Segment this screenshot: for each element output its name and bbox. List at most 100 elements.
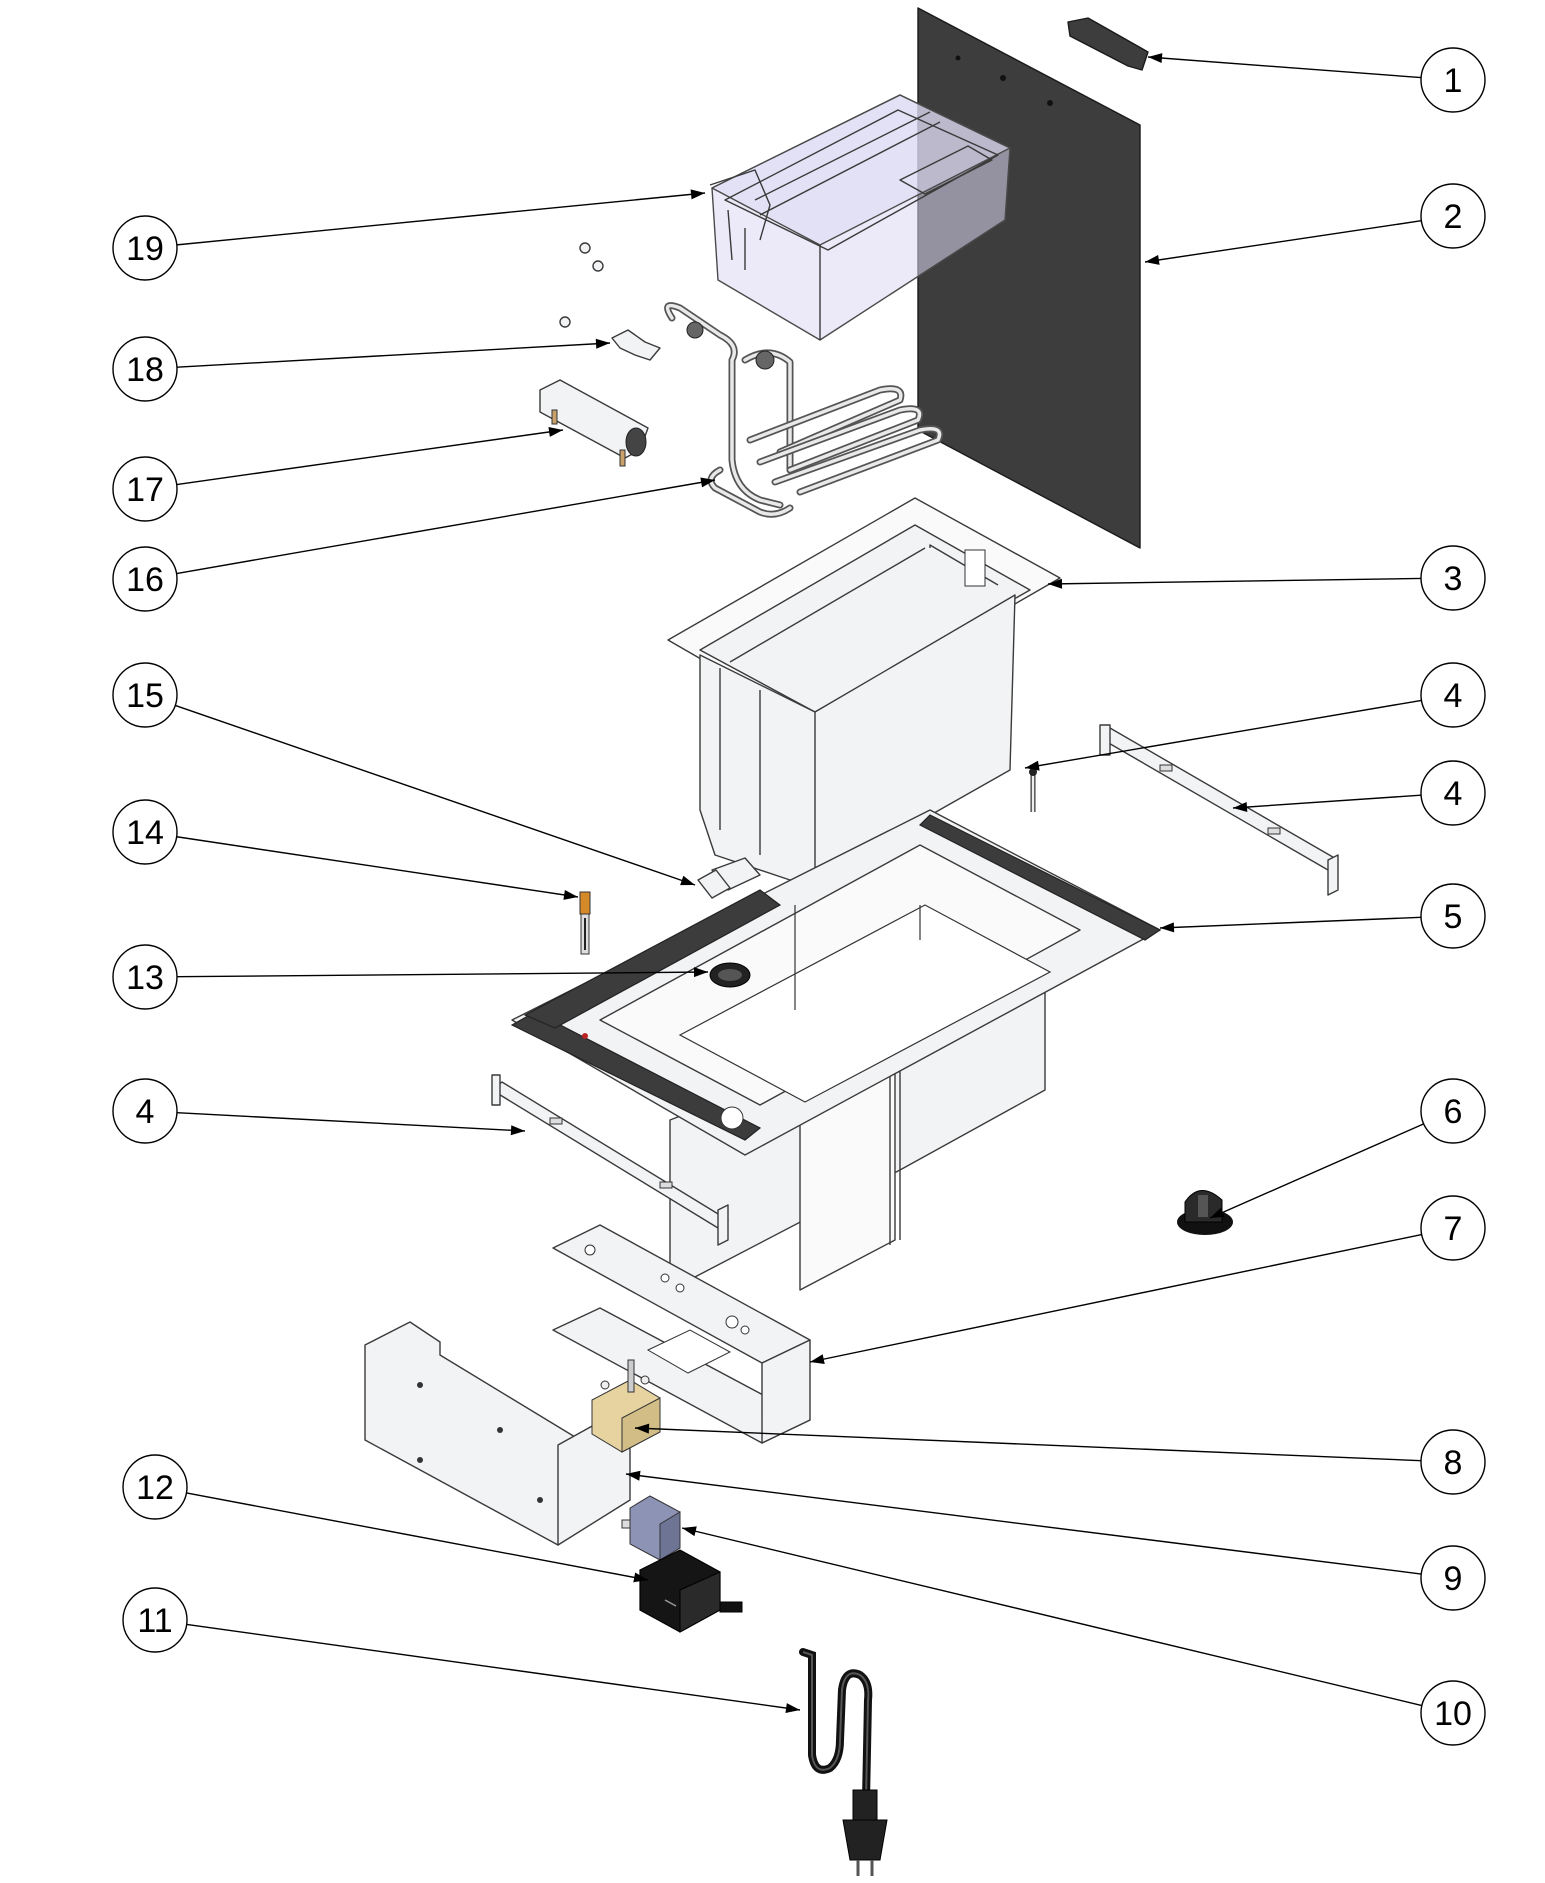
callout-3: 3	[1047, 545, 1486, 611]
leader-line	[175, 704, 696, 886]
callout-number: 11	[137, 1602, 172, 1640]
callout-2: 2	[1144, 183, 1486, 265]
leader-arrowhead	[680, 875, 695, 886]
leader-line	[176, 342, 611, 368]
callout-circle	[112, 944, 178, 1010]
leader-line	[176, 429, 564, 486]
leader-arrowhead	[1025, 760, 1040, 771]
part-clip-nuts	[559, 242, 661, 361]
leader-line	[186, 1492, 649, 1581]
callout-circle	[112, 799, 178, 865]
part-fryer-basket	[709, 94, 1011, 341]
part-control-knob	[1177, 1190, 1233, 1235]
leader-arrowhead	[810, 1354, 825, 1365]
leader-line	[1144, 220, 1422, 263]
part-seal-ring	[709, 962, 751, 988]
callout-10: 10	[681, 1526, 1486, 1746]
leader-line	[176, 971, 709, 978]
leader-arrowhead	[1210, 1207, 1225, 1218]
leader-arrowhead	[633, 1572, 648, 1583]
leader-arrowhead	[595, 338, 610, 349]
callout-15: 15	[112, 662, 696, 886]
leader-arrowhead	[693, 967, 708, 978]
leader-arrowhead	[548, 427, 563, 437]
callout-7: 7	[809, 1195, 1486, 1365]
callout-circle	[122, 1587, 188, 1653]
callout-circle	[1420, 883, 1486, 949]
callout-number: 7	[1444, 1210, 1463, 1248]
leader-line	[625, 1473, 1422, 1575]
part-back-panel	[917, 7, 1141, 549]
callout-circle	[112, 456, 178, 522]
callout-circle	[112, 336, 178, 402]
callout-1: 1	[1147, 47, 1486, 113]
part-heating-element	[664, 302, 943, 518]
leader-arrowhead	[1048, 578, 1063, 589]
callout-circle	[1420, 1545, 1486, 1611]
leader-arrowhead	[785, 1703, 800, 1714]
callout-number: 14	[126, 814, 164, 852]
part-pin	[1029, 768, 1037, 812]
callout-number: 4	[136, 1093, 155, 1131]
leader-arrowhead	[1233, 802, 1248, 813]
callout-4: 4	[1024, 662, 1486, 771]
leader-arrowhead	[563, 889, 578, 900]
part-heater-housing	[539, 379, 649, 467]
leader-arrowhead	[1160, 922, 1175, 933]
leader-line	[176, 479, 716, 575]
part-side-cover	[364, 1321, 631, 1546]
leader-line	[1209, 1123, 1424, 1219]
callout-number: 3	[1444, 560, 1463, 598]
leader-line	[1147, 56, 1422, 79]
part-switch-block	[639, 1549, 743, 1633]
leader-line	[176, 1111, 526, 1132]
leader-arrowhead	[1145, 254, 1160, 265]
callout-circle	[112, 546, 178, 612]
part-handle-bracket	[1067, 17, 1149, 71]
callout-circle	[1420, 1680, 1486, 1746]
leader-arrowhead	[700, 477, 715, 488]
leader-arrowhead	[635, 1423, 650, 1434]
callout-number: 8	[1444, 1444, 1463, 1482]
leader-arrowhead	[626, 1470, 641, 1481]
callout-16: 16	[112, 477, 716, 612]
callout-number: 19	[126, 230, 164, 268]
part-bracket-rail-right	[1099, 724, 1339, 896]
callout-circle	[1420, 183, 1486, 249]
callout-number: 16	[126, 561, 164, 599]
part-bracket-rail-left	[491, 1074, 729, 1246]
callout-18: 18	[112, 336, 611, 402]
leader-line	[1024, 699, 1422, 769]
leader-line	[1159, 916, 1422, 929]
callout-circle	[112, 1078, 178, 1144]
callout-number: 13	[126, 959, 164, 997]
callout-4: 4	[112, 1078, 526, 1144]
callout-circle	[1420, 47, 1486, 113]
callout-8: 8	[634, 1423, 1486, 1495]
part-probe	[579, 891, 591, 955]
callout-circle	[1420, 1078, 1486, 1144]
callout-6: 6	[1209, 1078, 1486, 1219]
callout-number: 17	[126, 471, 164, 509]
callout-circle	[1420, 545, 1486, 611]
callout-11: 11	[122, 1587, 801, 1714]
part-oil-tank	[667, 497, 1061, 891]
leader-arrowhead	[682, 1526, 697, 1537]
leader-line	[1232, 794, 1422, 809]
callout-circle	[122, 1454, 188, 1520]
leader-line	[176, 836, 579, 898]
leader-line	[176, 192, 706, 246]
callout-number: 12	[136, 1469, 174, 1507]
leader-line	[809, 1233, 1422, 1363]
part-control-plate	[552, 1224, 811, 1444]
callout-circle	[112, 662, 178, 728]
callout-4: 4	[1232, 760, 1486, 826]
part-thermostat	[591, 1359, 661, 1453]
leader-line	[1047, 577, 1422, 585]
callout-number: 10	[1434, 1695, 1472, 1733]
callout-circle	[1420, 1195, 1486, 1261]
callout-13: 13	[112, 944, 709, 1010]
callout-14: 14	[112, 799, 579, 900]
leader-line	[186, 1623, 801, 1711]
